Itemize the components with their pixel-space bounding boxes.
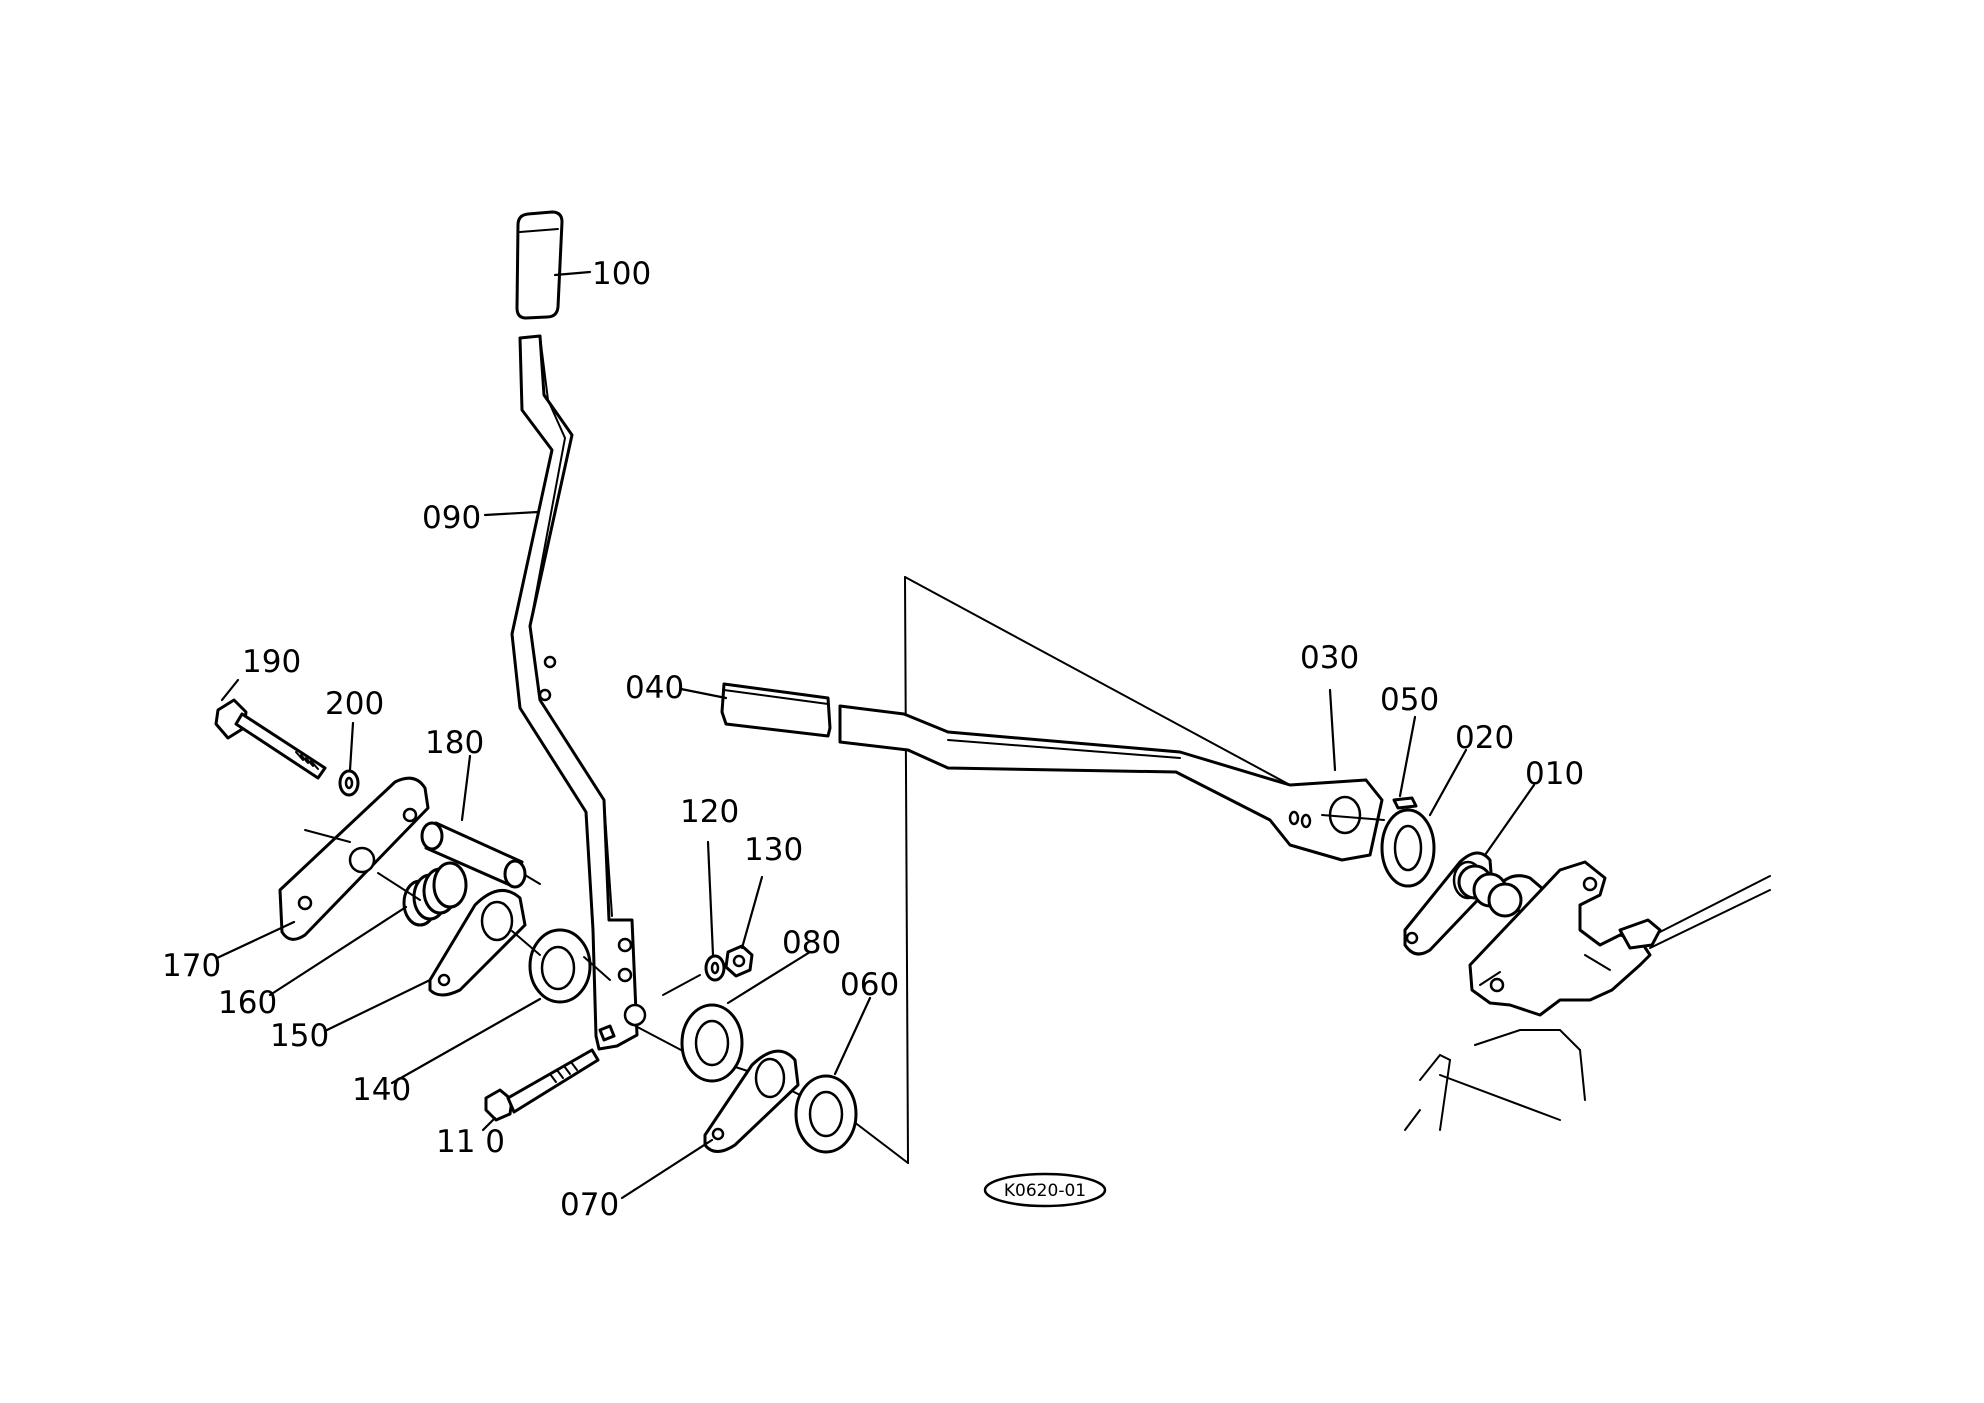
callout-070: 070: [560, 1187, 619, 1223]
callout-170: 170: [162, 948, 221, 984]
callout-200: 200: [325, 686, 384, 722]
part-090-lever: [510, 334, 647, 1051]
drawing-code: K0620-01: [1004, 1181, 1086, 1201]
part-130-nut: [724, 944, 754, 978]
part-070-plate: [703, 1049, 800, 1153]
callout-060: 060: [840, 967, 899, 1003]
callout-130: 130: [744, 832, 803, 868]
part-200-washer: [338, 769, 360, 797]
callout-labels: 100 090 040 030 050 020 010 190 200 180 …: [162, 256, 1584, 1223]
part-100-knob: [515, 210, 564, 320]
drawing-code-stamp: K0620-01: [983, 1172, 1107, 1208]
callout-110: 11 0: [436, 1124, 505, 1160]
callout-150: 150: [270, 1018, 329, 1054]
callout-080: 080: [782, 925, 841, 961]
callout-140: 140: [352, 1072, 411, 1108]
leader-lines: [215, 270, 1536, 1200]
spring-010: [1457, 864, 1523, 918]
part-190-bolt: [214, 698, 327, 780]
callout-120: 120: [680, 794, 739, 830]
part-110-bolt: [484, 1024, 616, 1122]
callout-100: 100: [592, 256, 651, 292]
housing: [1404, 860, 1771, 1131]
part-180-pin: [420, 821, 541, 889]
part-150-plate: [428, 889, 527, 997]
callout-160: 160: [218, 985, 277, 1021]
part-020-washer: [1380, 808, 1436, 888]
callout-010: 010: [1525, 756, 1584, 792]
callout-180: 180: [425, 725, 484, 761]
part-170-plate: [278, 776, 430, 941]
part-080-washer: [680, 1003, 744, 1083]
part-140-washer: [528, 928, 592, 1004]
part-120-washer: [704, 954, 726, 982]
reference-lines: [904, 576, 1291, 1164]
callout-030: 030: [1300, 640, 1359, 676]
part-060-washer: [794, 1074, 858, 1154]
part-030-lever: [838, 704, 1385, 862]
callout-050: 050: [1380, 682, 1439, 718]
part-160-spring: [402, 861, 468, 927]
part-040-knob: [720, 682, 832, 738]
part-050-pin: [1392, 796, 1418, 810]
callout-190: 190: [242, 644, 301, 680]
callout-090: 090: [422, 500, 481, 536]
callout-040: 040: [625, 670, 684, 706]
callout-020: 020: [1455, 720, 1514, 756]
